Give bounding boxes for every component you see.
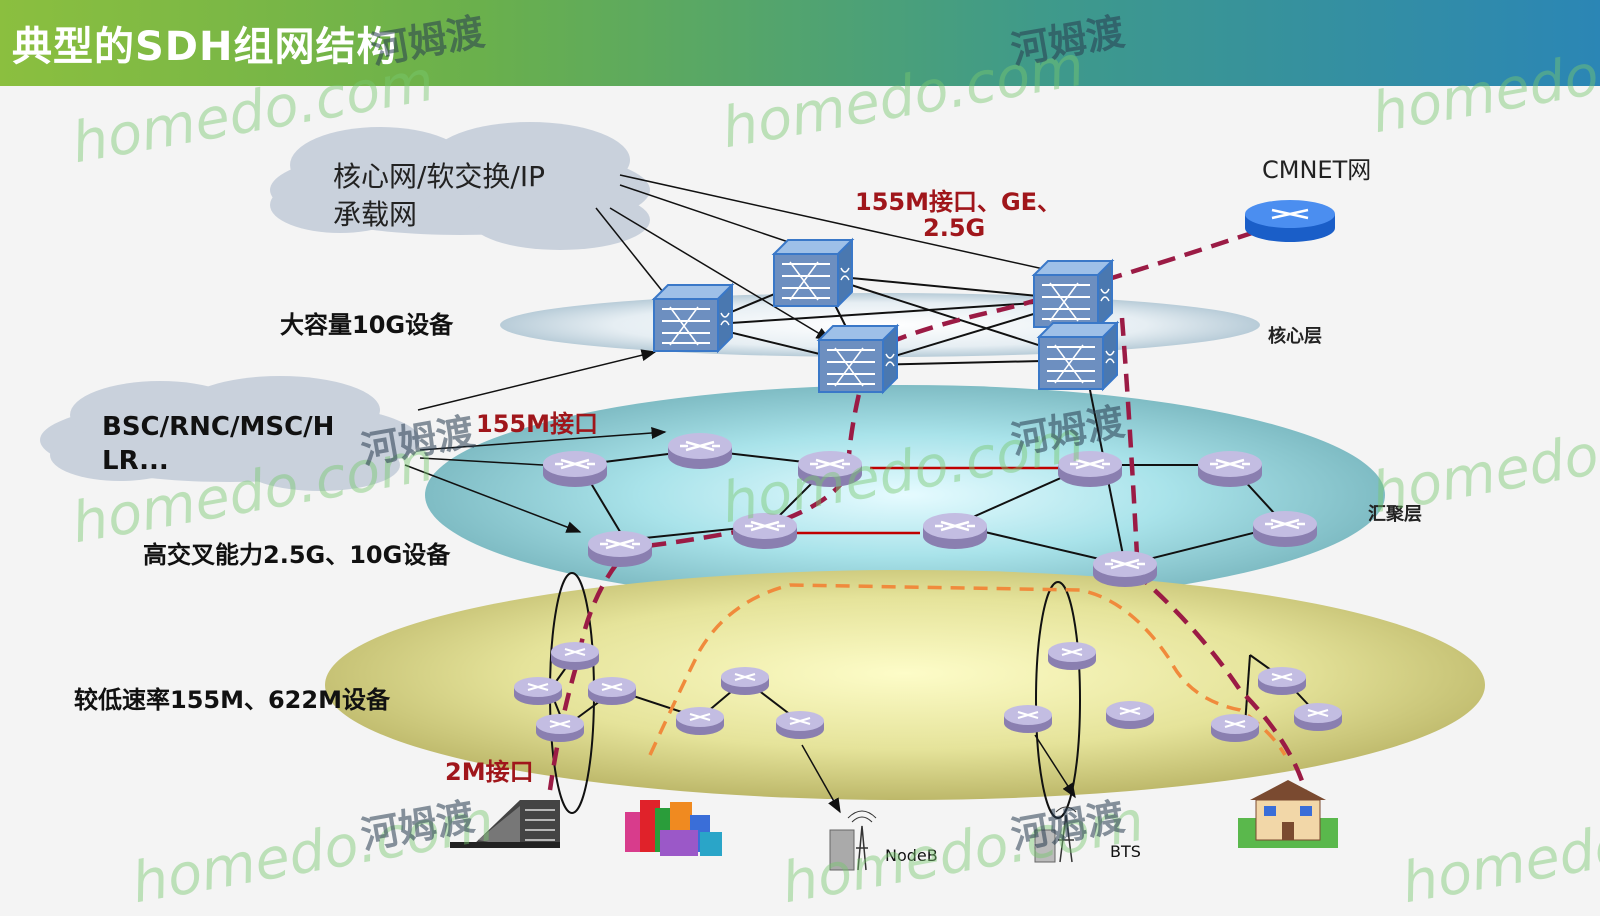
- cmnet-router: [1245, 200, 1335, 242]
- access-router: [775, 710, 825, 740]
- iface-2m-label: 2M接口: [445, 758, 534, 786]
- iface-top-label-2: 2.5G: [923, 214, 986, 242]
- core-switch-2: [773, 239, 853, 307]
- core-switch-1: [653, 284, 733, 352]
- access-layer-disc: [325, 570, 1485, 800]
- access-router: [1105, 700, 1155, 730]
- title-bar: [0, 0, 1600, 86]
- access-router: [720, 666, 770, 696]
- core-cloud-label-1: 核心网/软交换/IP: [333, 160, 546, 193]
- access-router: [675, 706, 725, 736]
- aggregation-layer-disc: [425, 385, 1385, 605]
- bsc-cloud-label-2: LR...: [102, 446, 169, 476]
- agg-router: [586, 529, 654, 569]
- big10g-label: 大容量10G设备: [280, 311, 454, 339]
- city-buildings-icon: [625, 800, 722, 856]
- access-router: [587, 676, 637, 706]
- iface-top-label-1: 155M接口、GE、: [855, 188, 1062, 216]
- core-switch-5: [1038, 322, 1118, 390]
- cmnet-label: CMNET网: [1262, 156, 1372, 184]
- agg-router: [1251, 509, 1319, 549]
- iface-155-label: 155M接口: [476, 410, 598, 438]
- agg-router: [921, 511, 989, 551]
- access-router: [513, 676, 563, 706]
- low-rate-label: 较低速率155M、622M设备: [74, 686, 390, 714]
- core-layer-label: 核心层: [1268, 326, 1322, 347]
- core-switch-4: [1033, 260, 1113, 328]
- bts-label: BTS: [1110, 842, 1141, 861]
- office-building-icon: [450, 800, 560, 848]
- access-router: [535, 713, 585, 743]
- aggregation-layer-label: 汇聚层: [1368, 504, 1422, 525]
- core-cloud-label-2: 承载网: [333, 198, 418, 231]
- core-switch-3: [818, 325, 898, 393]
- high-cross-label: 高交叉能力2.5G、10G设备: [143, 541, 451, 569]
- agg-router: [541, 449, 609, 489]
- core-network-cloud: [270, 122, 650, 250]
- bts-tower-icon: [1034, 806, 1077, 863]
- access-router: [1210, 713, 1260, 743]
- agg-router: [1056, 449, 1124, 489]
- agg-router: [666, 431, 734, 471]
- bsc-cloud: [40, 376, 420, 491]
- house-icon: [1238, 780, 1338, 848]
- agg-router: [731, 511, 799, 551]
- nodeb-label: NodeB: [885, 846, 938, 865]
- access-router: [1293, 702, 1343, 732]
- agg-router: [796, 449, 864, 489]
- access-router: [1003, 704, 1053, 734]
- agg-router: [1091, 549, 1159, 589]
- access-router: [1047, 641, 1097, 671]
- bsc-cloud-label-1: BSC/RNC/MSC/H: [102, 412, 335, 442]
- agg-router: [1196, 449, 1264, 489]
- access-router: [550, 641, 600, 671]
- nodeb-tower-icon: [829, 810, 877, 871]
- access-router: [1257, 666, 1307, 696]
- page-title: 典型的SDH组网结构: [12, 24, 398, 70]
